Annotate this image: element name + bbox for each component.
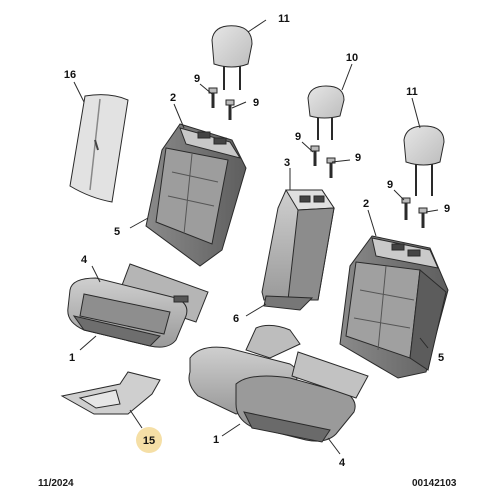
callout-label: 2 <box>363 198 369 210</box>
callout-label: 11 <box>278 13 290 25</box>
cushion-right <box>188 324 369 443</box>
seatback-left <box>145 123 247 267</box>
callout-label: 9 <box>355 152 361 164</box>
callout-label: 9 <box>295 131 301 143</box>
callout-label: 9 <box>194 73 200 85</box>
callout-label: 10 <box>346 52 358 64</box>
headrest-center <box>307 85 345 140</box>
callout-label: 5 <box>114 226 120 238</box>
headrest-right <box>403 125 445 196</box>
cushion-left <box>67 263 209 348</box>
callout-label: 4 <box>339 457 346 469</box>
leader-lines <box>73 19 439 455</box>
part-cover-panel <box>69 94 129 203</box>
callout-label: 9 <box>444 203 450 215</box>
highlight-marker <box>136 427 162 453</box>
bolts-center <box>310 145 336 178</box>
callout-label: 11 <box>406 86 418 98</box>
callout-label: 9 <box>253 97 259 109</box>
headrest-left <box>211 25 253 90</box>
diagram-reference-number: 00142103 <box>412 478 457 489</box>
callout-label: 6 <box>233 313 239 325</box>
seatback-right <box>339 235 449 379</box>
bolts-right <box>401 197 428 228</box>
callout-label: 16 <box>64 69 76 81</box>
callout-label: 1 <box>69 352 75 364</box>
callout-label: 4 <box>81 254 88 266</box>
bolts-left <box>208 87 235 120</box>
callout-label: 9 <box>387 179 393 191</box>
armrest-center <box>261 189 335 311</box>
callout-label: 5 <box>438 352 444 364</box>
callout-label: 2 <box>170 92 176 104</box>
callout-label: 15 <box>143 435 155 447</box>
diagram-date: 11/2024 <box>38 478 74 489</box>
callout-label: 3 <box>284 157 290 169</box>
part-floor-pad <box>60 371 161 415</box>
callout-labels: 11 16 9 2 9 10 11 9 3 9 9 2 9 5 4 6 5 1 … <box>64 13 450 469</box>
callout-label: 1 <box>213 434 219 446</box>
